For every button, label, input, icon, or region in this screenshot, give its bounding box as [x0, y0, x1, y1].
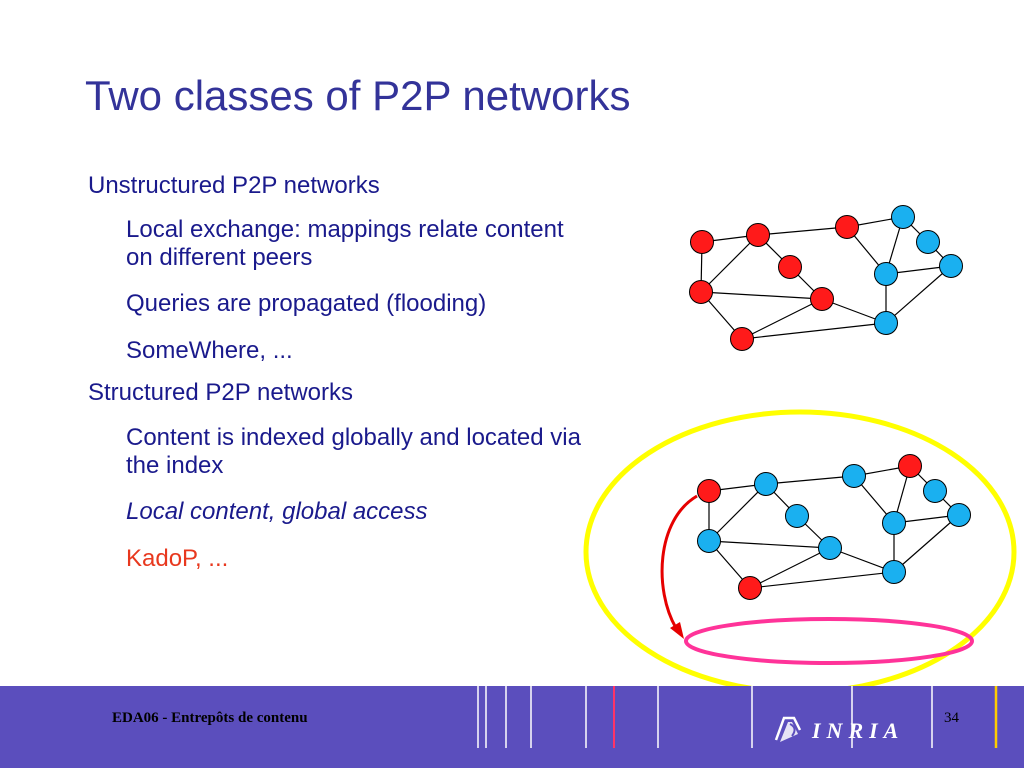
peer-node-red	[738, 576, 762, 600]
inria-logo-text: INRIA	[811, 718, 904, 743]
peer-node-red	[810, 287, 834, 311]
peer-node-blue	[785, 504, 809, 528]
unstructured-peers	[689, 205, 963, 351]
bullet-local-exchange: Local exchange: mappings relate content …	[126, 216, 564, 271]
peer-node-blue	[842, 464, 866, 488]
bullet-kadop: KadoP, ...	[126, 545, 229, 572]
peer-node-red	[697, 479, 721, 503]
peer-node-blue	[916, 230, 940, 254]
peer-node-red	[730, 327, 754, 351]
inria-logo-mark	[774, 716, 802, 742]
bullet-unstructured: Unstructured P2P networks	[88, 172, 380, 199]
index-lookup-arrow	[660, 494, 698, 639]
peer-node-blue	[882, 511, 906, 535]
page-number: 34	[944, 710, 959, 726]
structured-peers	[697, 454, 971, 600]
bullet-queries-flooding: Queries are propagated (flooding)	[126, 290, 487, 317]
bullet-local-content-global-access: Local content, global access	[126, 498, 428, 525]
peer-node-red	[689, 280, 713, 304]
p2p-network-diagrams	[583, 205, 1017, 686]
peer-node-red	[898, 454, 922, 478]
peer-node-blue	[947, 503, 971, 527]
peer-node-red	[835, 215, 859, 239]
structured-network-graph	[708, 465, 960, 589]
peer-node-blue	[874, 311, 898, 335]
peer-node-blue	[882, 560, 906, 584]
peer-node-blue	[923, 479, 947, 503]
peer-node-blue	[874, 262, 898, 286]
peer-node-red	[746, 223, 770, 247]
bullet-structured: Structured P2P networks	[88, 379, 354, 406]
peer-node-blue	[697, 529, 721, 553]
peer-node-red	[690, 230, 714, 254]
footer-course-title: EDA06 - Entrepôts de contenu	[112, 710, 308, 726]
bullet-content-indexed: Content is indexed globally and located …	[126, 424, 581, 479]
footer-bar	[0, 686, 1024, 768]
footer-decoration	[477, 686, 998, 748]
inria-logo: INRIA	[774, 716, 904, 743]
peer-node-blue	[939, 254, 963, 278]
bullet-somewhere: SomeWhere, ...	[126, 337, 293, 364]
slide-title: Two classes of P2P networks	[85, 72, 631, 119]
peer-node-blue	[754, 472, 778, 496]
peer-node-blue	[891, 205, 915, 229]
peer-node-red	[778, 255, 802, 279]
global-index-ellipse	[583, 409, 1017, 686]
index-ellipse	[684, 617, 974, 665]
unstructured-network-graph	[700, 216, 952, 340]
peer-node-blue	[818, 536, 842, 560]
